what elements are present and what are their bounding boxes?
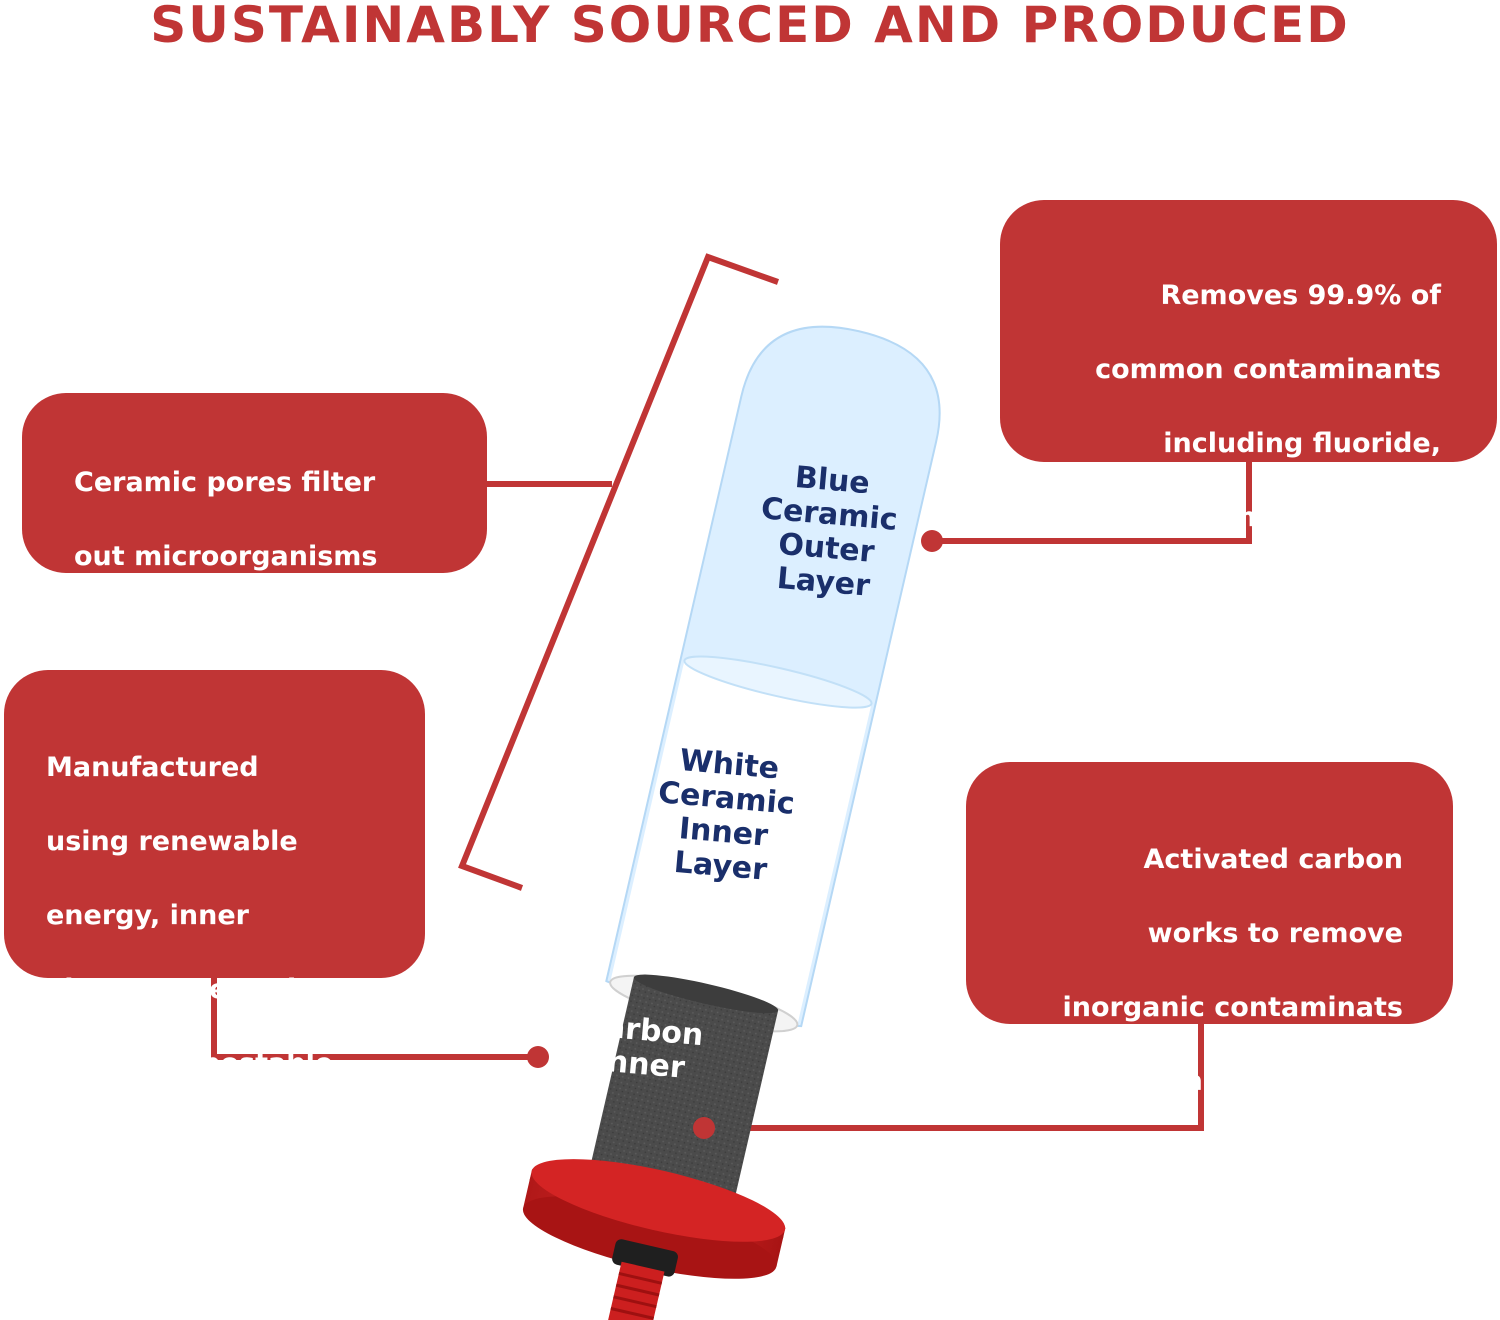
filter-cartridge	[522, 325, 941, 1320]
callout-line: while improving	[1158, 1066, 1403, 1097]
label-line: White	[678, 743, 780, 787]
label-carbon-inner: Carbon Inner	[582, 1008, 705, 1086]
label-line: Layer	[673, 845, 769, 888]
connector-dots	[527, 530, 943, 1139]
callout-ceramic-pores: Ceramic pores filter out microorganisms …	[22, 393, 487, 646]
callout-line: microplastics,	[1228, 502, 1441, 533]
connector-activated-carbon	[704, 1024, 1204, 1131]
callout-line: and particles	[74, 615, 273, 646]
callout-line: taste and odor	[1179, 1140, 1403, 1171]
callout-line: element created	[46, 974, 297, 1005]
callout-line: Manufactured	[46, 752, 259, 783]
label-line: Outer	[777, 527, 876, 570]
callout-line: out microorganisms	[74, 541, 378, 572]
label-line: Layer	[776, 561, 872, 604]
callout-line: including fluoride,	[1163, 428, 1441, 459]
callout-line: works to remove	[1147, 918, 1403, 949]
white-ceramic-inner-layer	[610, 660, 872, 1026]
callout-line: and PFAs	[1302, 576, 1441, 607]
label-blue-ceramic-outer: Blue Ceramic Outer Layer	[760, 460, 899, 604]
callout-manufactured: Manufactured using renewable energy, inn…	[4, 670, 425, 1153]
dot-manufactured	[527, 1046, 549, 1068]
callout-line: materials	[46, 1122, 190, 1153]
callout-line: using compostable	[46, 1048, 334, 1079]
label-line: Blue	[794, 460, 872, 501]
callout-line: Ceramic pores filter	[74, 467, 376, 498]
callout-line: Removes 99.9% of	[1160, 280, 1441, 311]
label-line: Inner	[678, 811, 770, 854]
dot-removes	[921, 530, 943, 552]
callout-line: using renewable	[46, 826, 298, 857]
connector-removes	[932, 462, 1252, 544]
callout-activated-carbon: Activated carbon works to remove inorgan…	[966, 762, 1453, 1171]
dot-activated-carbon	[693, 1117, 715, 1139]
label-white-ceramic-inner: White Ceramic Inner Layer	[657, 743, 796, 888]
carbon-inner-core	[588, 977, 779, 1206]
callout-line: common contaminants	[1095, 354, 1441, 385]
callout-removes-contaminants: Removes 99.9% of common contaminants inc…	[1000, 200, 1497, 607]
page-title: SUSTAINABLY SOURCED AND PRODUCED	[150, 0, 1350, 54]
label-line: Inner	[594, 1043, 686, 1086]
callout-line: inorganic contaminats	[1062, 992, 1403, 1023]
callout-line: Activated carbon	[1143, 844, 1403, 875]
bracket-line	[458, 253, 780, 891]
connector-lines	[211, 253, 1252, 1131]
callout-line: energy, inner	[46, 900, 249, 931]
connector-manufactured	[211, 978, 538, 1060]
